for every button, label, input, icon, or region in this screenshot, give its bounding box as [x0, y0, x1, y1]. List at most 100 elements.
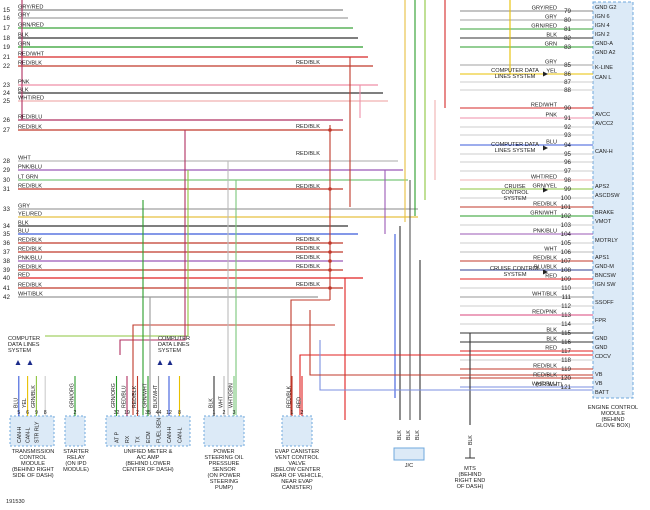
ecm-terminal: CAN-H [595, 149, 613, 155]
arrow-icon [15, 360, 21, 365]
right-wire-color: GRN/WHT [530, 211, 557, 217]
meter-pin: 12 [166, 410, 172, 416]
left-pin-number: 22 [3, 63, 10, 70]
ps-caption: SENSOR [212, 467, 236, 473]
ecm-terminal: FPR [595, 318, 606, 324]
ecm-caption-line: (BEHIND [602, 417, 625, 423]
ecm-terminal: CDCV [595, 354, 611, 360]
right-pin-number: 95 [564, 151, 571, 158]
right-pin-number: 118 [561, 357, 571, 364]
left-pin-number: 29 [3, 167, 10, 174]
right-pin-number: 108 [561, 267, 572, 274]
left-pin-number: 19 [3, 44, 10, 51]
meter-terminal: AT P [115, 431, 121, 443]
left-wire-color: WHT/RED [18, 96, 44, 102]
splice-dot [328, 241, 332, 245]
left-pin-number: 34 [3, 223, 10, 230]
mts-caption: RIGHT END [455, 478, 486, 484]
ecm-terminal: VB [595, 381, 603, 387]
left-wire-color: RED/WHT [18, 52, 45, 58]
ecm-caption-line: ENGINE CONTROL [588, 405, 638, 411]
right-pin-number: 113 [561, 312, 571, 319]
left-wire-color: WHT/BLK [18, 292, 43, 298]
left-wire-color: GRN/RED [18, 23, 44, 29]
mts-caption: (BEHIND [459, 472, 482, 478]
ecm-caption-line: GLOVE BOX) [596, 423, 631, 429]
right-wire-color: BLK [546, 33, 557, 39]
meter-pin: 35 [145, 410, 151, 416]
evap-caption: VALVE [288, 461, 305, 467]
ecm-terminal: IGN SW [595, 282, 616, 288]
ps-wire-color: WHT/GRN [229, 383, 235, 408]
ps-caption: (ON POWER [208, 473, 241, 479]
tcm-note: DATA LINES [8, 342, 40, 348]
arrow-icon [543, 71, 548, 77]
right-wire-color: GRY [545, 15, 557, 21]
tcm-terminal: CAN-H [17, 426, 23, 443]
right-wire-color: GRN [545, 42, 557, 48]
ecm-terminal: IGN 2 [595, 32, 610, 38]
mid-wire-color: RED/BLK [296, 184, 320, 190]
ecm-terminal: GND-M [595, 264, 614, 270]
right-wire-color: WHT [544, 247, 557, 253]
evap-caption: VENT CONTROL [275, 455, 319, 461]
right-wire-color: RED/WHT [531, 103, 558, 109]
starter-caption: RELAY [67, 455, 85, 461]
right-pin-number: 96 [564, 159, 571, 166]
right-wire-color: RED [545, 346, 557, 352]
right-wire-color: PNK [545, 113, 557, 119]
right-pin-number: 85 [564, 62, 571, 69]
splice-dot [328, 250, 332, 254]
ps-caption: PUMP) [215, 485, 233, 491]
right-pin-number: 121 [561, 384, 572, 391]
right-wire-color: RED/BLK [533, 364, 557, 370]
meter-terminal: RX [125, 435, 131, 443]
starter-caption: (ON IPD [65, 461, 86, 467]
tcm-pin: 9 [35, 410, 38, 416]
or-wht-note: (OR WHT) [536, 382, 563, 388]
left-wire-color: PNK/BLU [18, 165, 42, 171]
ecm-terminal: VB [595, 372, 603, 378]
left-wire-color: RED/BLU [18, 115, 42, 121]
jc-block [393, 447, 425, 461]
meter-caption: A/C AMP [137, 455, 160, 461]
right-pin-number: 105 [561, 240, 572, 247]
arrow-icon [543, 269, 548, 275]
wire-layer [18, 0, 593, 425]
ecm-terminal: GND-A [595, 41, 613, 47]
ecm-terminal: IGN 4 [595, 23, 610, 29]
mid-wire-color: RED/BLK [296, 60, 320, 66]
meter-wire-color: GRN/ORG [111, 383, 117, 408]
ps-caption: STEERING OIL [204, 455, 243, 461]
left-pin-number: 41 [3, 285, 10, 292]
tcm-pin: 8 [44, 410, 47, 416]
ecm-terminal: K-LINE [595, 65, 613, 71]
right-pin-number: 104 [561, 231, 572, 238]
tcm-wire-color: YEL [22, 398, 28, 408]
left-wire-color: GRY [18, 13, 30, 19]
right-pin-number: 83 [564, 44, 571, 51]
evap-block [281, 415, 313, 447]
ps-pin: 1 [213, 410, 216, 416]
left-pin-number: 24 [3, 90, 10, 97]
right-wire-color: WHT/BLU [532, 382, 557, 388]
right-pin-number: 90 [564, 105, 571, 112]
tcm-note: SYSTEM [8, 348, 31, 354]
left-pin-number: 36 [3, 240, 10, 247]
right-wire-color: WHT/BLK [532, 292, 557, 298]
left-wire-color: GRY [18, 204, 30, 210]
mid-wire-color: RED/BLK [296, 264, 320, 270]
mid-wire-labels: RED/BLKRED/BLKRED/BLKRED/BLKRED/BLKRED/B… [296, 60, 320, 288]
ecm-terminal: CAN L [595, 75, 611, 81]
evap-caption: NEAR EVAP [281, 479, 313, 485]
ecm-terminal: BATT [595, 390, 609, 396]
meter-wire-color: GRN/WHT [143, 382, 149, 408]
ps-wire-color: WHT [219, 395, 225, 408]
mid-wire-color: RED/BLK [296, 151, 320, 157]
left-pin-number: 16 [3, 15, 10, 22]
right-pin-number: 86 [564, 71, 571, 78]
right-pin-number: 94 [564, 142, 571, 149]
mts-caption: OF DASH) [457, 484, 484, 490]
meter-pin: 19 [124, 410, 130, 416]
